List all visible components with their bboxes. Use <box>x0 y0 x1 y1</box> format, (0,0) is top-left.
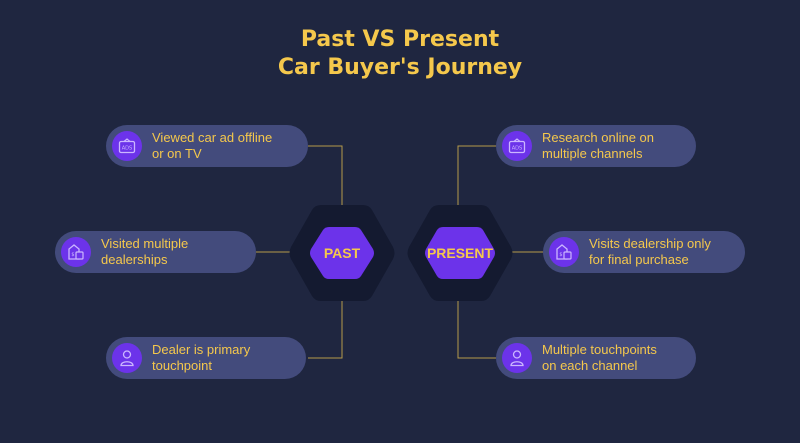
svg-text:$: $ <box>71 252 74 258</box>
svg-text:ADS: ADS <box>122 146 132 152</box>
present-item-2: $ Visits dealership only for final purch… <box>543 231 745 273</box>
dealership-icon: $ <box>61 237 91 267</box>
past-item-3-text: Dealer is primary touchpoint <box>152 342 251 373</box>
past-label: PAST <box>323 245 361 261</box>
past-item-2: $ Visited multiple dealerships <box>55 231 256 273</box>
connector-present-top <box>457 145 496 207</box>
past-item-1: ADS Viewed car ad offline or on TV <box>106 125 308 167</box>
svg-text:$: $ <box>559 252 562 258</box>
tv-ads-icon: ADS <box>112 131 142 161</box>
present-item-3-text: Multiple touchpoints on each channel <box>542 342 657 373</box>
past-item-2-text: Visited multiple dealerships <box>101 236 189 267</box>
present-hexagon-shape <box>407 205 513 301</box>
tv-ads-icon: ADS <box>502 131 532 161</box>
connector-past-bottom <box>308 300 343 359</box>
dealership-icon: $ <box>549 237 579 267</box>
present-hexagon: PRESENT <box>405 203 515 303</box>
title-line-2: Car Buyer's Journey <box>277 55 523 80</box>
connector-present-bottom <box>457 300 496 359</box>
connector-past-top <box>308 145 343 207</box>
present-label: PRESENT <box>426 245 494 261</box>
svg-text:ADS: ADS <box>512 146 522 152</box>
present-item-1: ADS Research online on multiple channels <box>496 125 696 167</box>
title-line-1: Past VS Present <box>300 27 500 52</box>
person-icon <box>502 343 532 373</box>
past-item-1-text: Viewed car ad offline or on TV <box>152 130 273 161</box>
present-item-3: Multiple touchpoints on each channel <box>496 337 696 379</box>
past-hexagon: PAST <box>287 203 397 303</box>
past-hexagon-shape <box>289 205 395 301</box>
present-item-2-text: Visits dealership only for final purchas… <box>589 236 711 267</box>
present-item-1-text: Research online on multiple channels <box>542 130 655 161</box>
past-item-3: Dealer is primary touchpoint <box>106 337 306 379</box>
person-icon <box>112 343 142 373</box>
